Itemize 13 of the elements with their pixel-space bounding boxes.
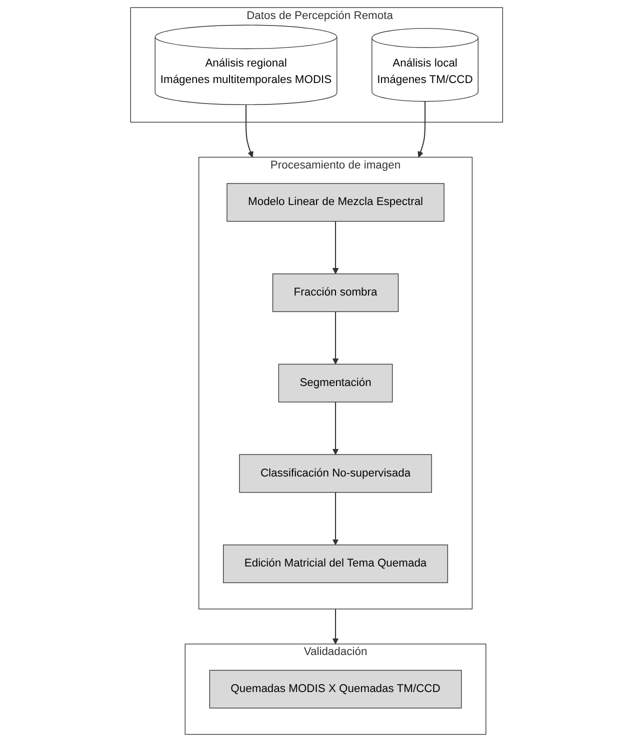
arrow <box>332 221 339 274</box>
node-box: Classificación No-supervisada <box>239 454 432 493</box>
node-box: Fracción sombra <box>272 274 399 312</box>
arrow <box>246 104 254 158</box>
arrow <box>332 492 339 546</box>
node-box: Quemadas MODIS X Quemadas TM/CCD <box>210 670 462 708</box>
arrow <box>332 402 339 455</box>
arrow <box>332 312 339 364</box>
arrow <box>332 609 339 644</box>
node-box: Modelo Linear de Mezcla Espectral <box>227 183 445 222</box>
arrow <box>418 101 426 158</box>
node-box: Edición Matricial del Tema Quemada <box>223 544 448 584</box>
node-box: Segmentación <box>278 364 394 402</box>
